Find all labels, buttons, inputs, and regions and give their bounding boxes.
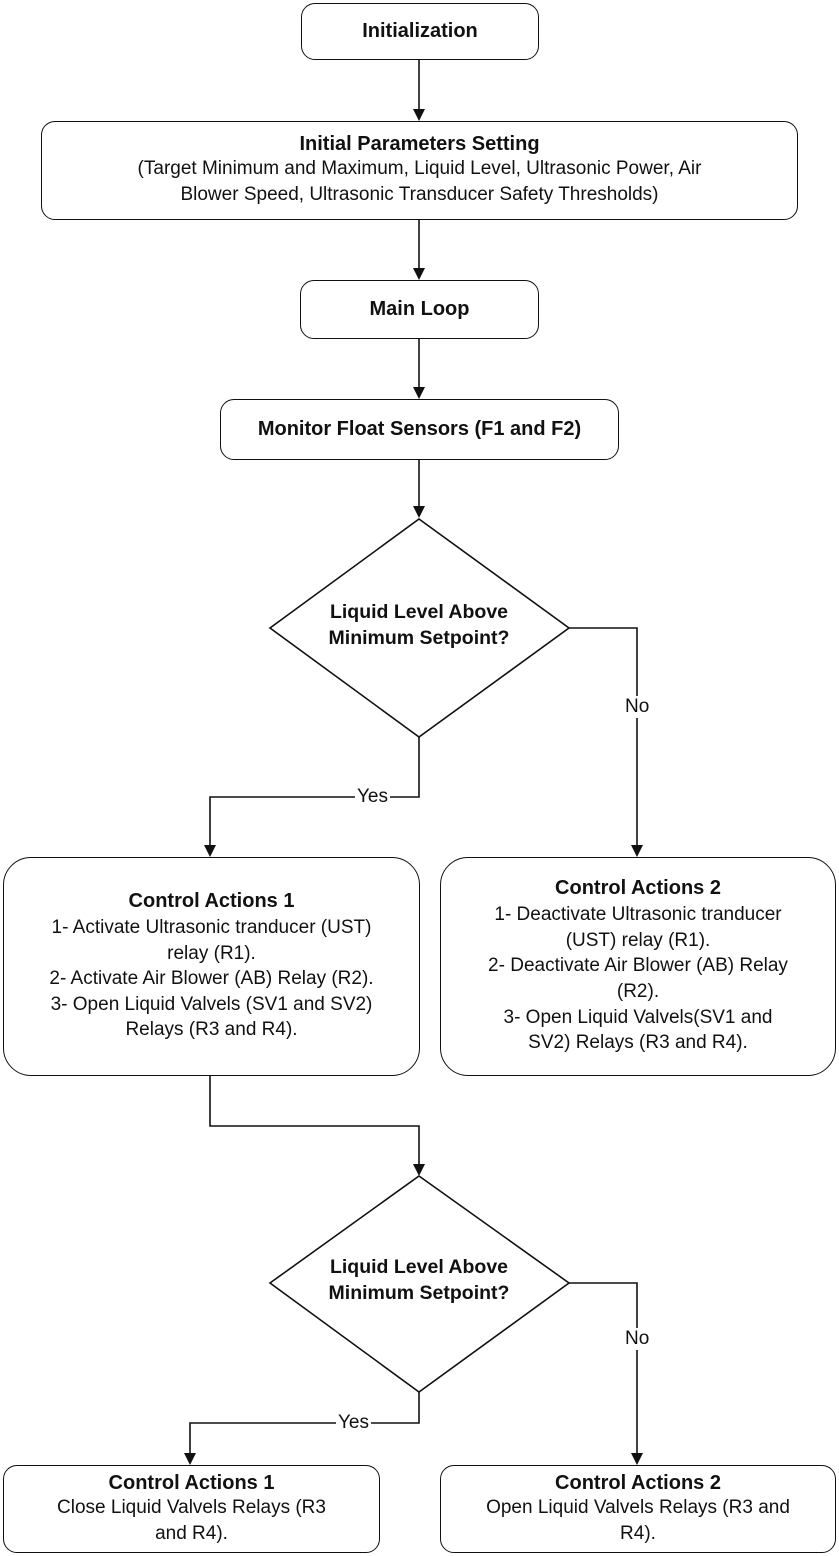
- node-text-line: 2- Activate Air Blower (AB) Relay (R2).: [49, 968, 374, 990]
- decision-text-line: Minimum Setpoint?: [328, 627, 510, 650]
- decision-diamond-2: [268, 1175, 571, 1393]
- edge-decision2-yes: [184, 1392, 420, 1465]
- decision-text-line: Minimum Setpoint?: [328, 1282, 510, 1305]
- edge-label-yes: Yes: [355, 786, 390, 808]
- decision-1-label: Liquid Level Above Minimum Setpoint?: [290, 599, 548, 652]
- decision-2-label: Liquid Level Above Minimum Setpoint?: [290, 1254, 548, 1307]
- decision-text-line: Liquid Level Above: [329, 601, 509, 623]
- edge-label-no: No: [623, 696, 652, 718]
- node-title: Monitor Float Sensors (F1 and F2): [257, 418, 582, 440]
- node-text-line: Blower Speed, Ultrasonic Transducer Safe…: [180, 184, 659, 205]
- node-monitor-float-sensors: Monitor Float Sensors (F1 and F2): [220, 399, 619, 460]
- edge-decision1-yes: [204, 737, 420, 857]
- edge-decision2-no: [569, 1282, 643, 1465]
- node-initialization: Initialization: [301, 3, 539, 60]
- node-text-line: Relays (R3 and R4).: [125, 1019, 298, 1041]
- node-text-line: R4).: [620, 1522, 656, 1544]
- node-text-line: (UST) relay (R1).: [565, 929, 711, 951]
- node-title: Control Actions 2: [555, 877, 721, 900]
- node-title: Initial Parameters Setting: [299, 133, 540, 156]
- node-control-actions-2-bottom: Control Actions 2 Open Liquid Valvels Re…: [440, 1465, 836, 1553]
- edge-label-no: No: [623, 1328, 652, 1350]
- node-text-line: (Target Minimum and Maximum, Liquid Leve…: [137, 158, 702, 180]
- node-text-line: SV2) Relays (R3 and R4).: [528, 1032, 748, 1054]
- node-text-line: Close Liquid Valvels Relays (R3: [57, 1496, 326, 1518]
- node-title: Main Loop: [369, 298, 470, 320]
- node-control-actions-1-top: Control Actions 1 1- Activate Ultrasonic…: [3, 857, 420, 1076]
- node-text-line: 3- Open Liquid Valvels (SV1 and SV2): [50, 993, 373, 1015]
- node-control-actions-1-bottom: Control Actions 1 Close Liquid Valvels R…: [3, 1465, 380, 1553]
- edge-actions1a-to-decision2: [209, 1076, 425, 1176]
- node-text-line: 1- Deactivate Ultrasonic tranducer: [494, 904, 782, 926]
- node-text-line: and R4).: [155, 1522, 228, 1544]
- edge-label-yes: Yes: [336, 1412, 371, 1434]
- node-title: Control Actions 1: [128, 889, 295, 912]
- node-text-line: (R2).: [616, 981, 660, 1002]
- node-title: Control Actions 2: [555, 1471, 721, 1494]
- node-initial-parameters: Initial Parameters Setting (Target Minim…: [41, 121, 798, 220]
- node-text-line: Open Liquid Valvels Relays (R3 and: [486, 1496, 790, 1518]
- decision-text-line: Liquid Level Above: [329, 1256, 509, 1278]
- node-text-line: 3- Open Liquid Valvels(SV1 and: [503, 1006, 773, 1028]
- node-title: Control Actions 1: [108, 1471, 275, 1494]
- node-control-actions-2-top: Control Actions 2 1- Deactivate Ultrason…: [440, 857, 836, 1076]
- node-text-line: relay (R1).: [167, 942, 256, 964]
- node-title: Initialization: [362, 20, 478, 42]
- node-text-line: 2- Deactivate Air Blower (AB) Relay: [488, 955, 788, 977]
- edge-decision1-no: [569, 627, 643, 857]
- decision-diamond-1: [268, 518, 571, 738]
- node-text-line: 1- Activate Ultrasonic tranducer (UST): [51, 916, 372, 938]
- node-main-loop: Main Loop: [300, 280, 539, 339]
